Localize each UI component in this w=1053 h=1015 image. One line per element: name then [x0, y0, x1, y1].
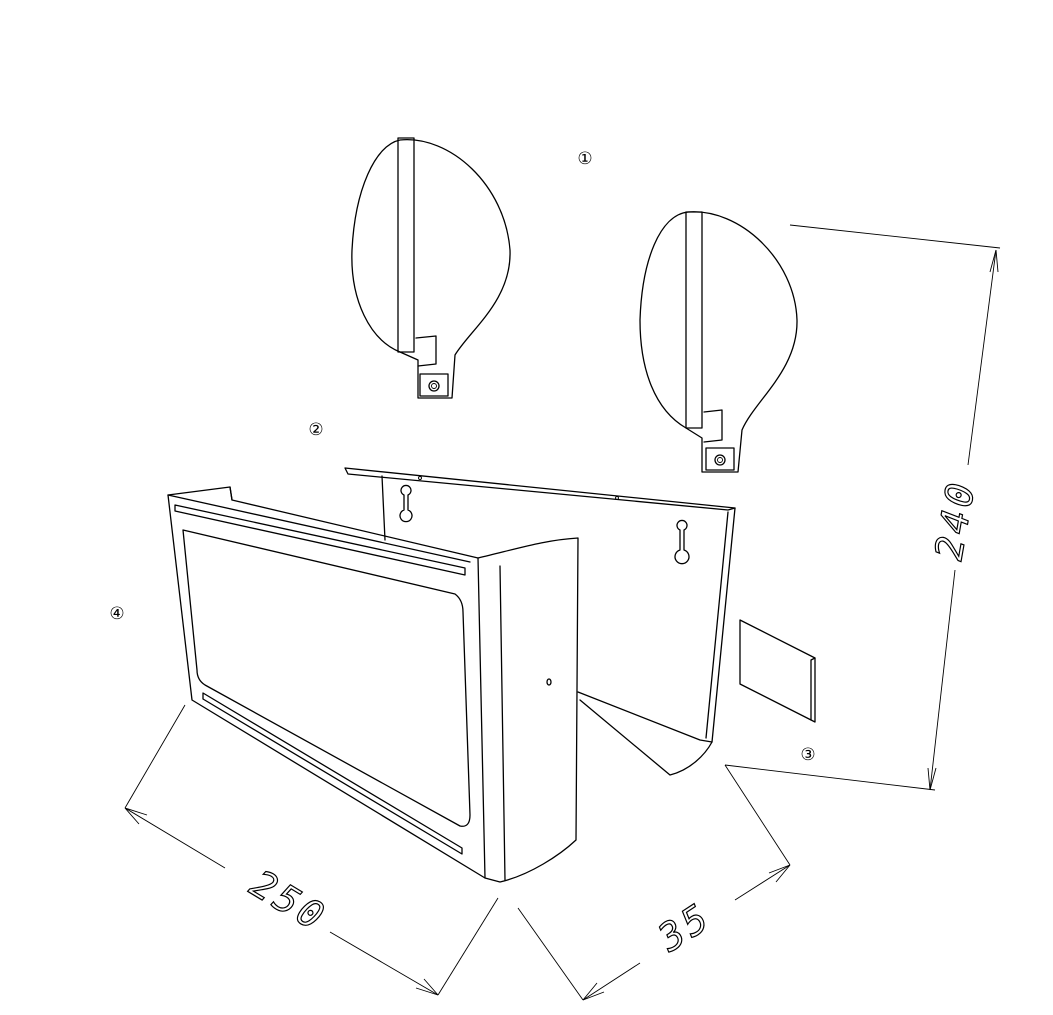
- callout-1: ①: [577, 149, 592, 169]
- dimension-width-label: 250: [243, 861, 335, 940]
- callout-4: ④: [109, 604, 124, 624]
- callout-2: ②: [308, 420, 323, 440]
- dimension-lines: [124, 224, 1001, 1001]
- dimension-depth-label: 35: [650, 894, 720, 961]
- front-cover: [167, 486, 579, 883]
- callout-3: ③: [800, 745, 815, 765]
- lamp-head-left: [351, 137, 511, 399]
- back-plate: [344, 467, 736, 776]
- lamp-head-right: [639, 211, 798, 473]
- dimension-height-label: 240: [927, 476, 984, 563]
- small-plate: [739, 619, 816, 723]
